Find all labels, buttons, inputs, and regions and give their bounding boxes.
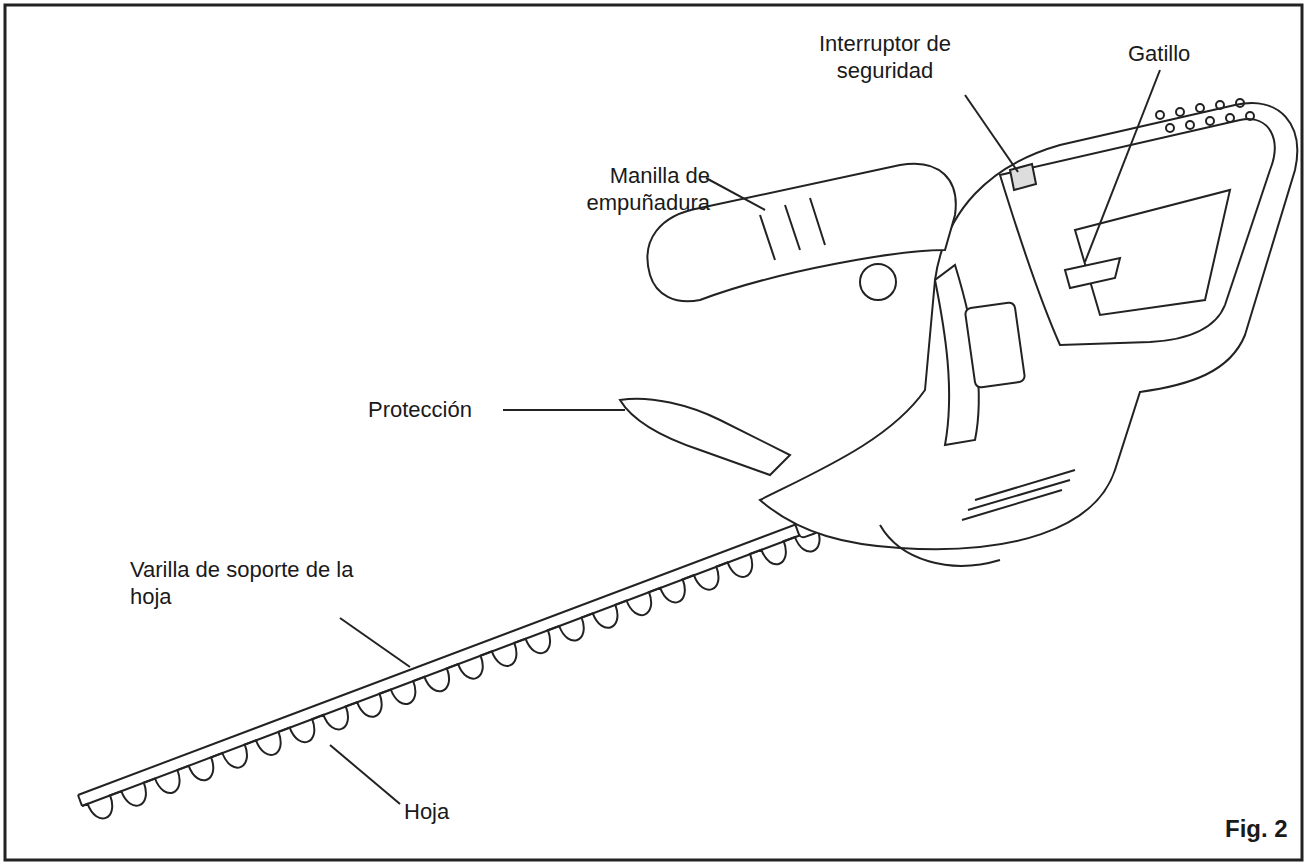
vent-hole [1186,121,1194,129]
leader-line [503,409,625,411]
grip-pivot [860,264,896,300]
vent-hole [1166,124,1174,132]
vent-holes [1156,99,1254,132]
support-rod [82,515,854,806]
body-base [880,525,1000,566]
part-label: Protección [368,396,503,423]
vent-hole [1176,108,1184,116]
hand-guard [620,399,790,475]
motor-housing [760,103,1297,549]
rear-handle [1000,119,1275,345]
vent-slots [962,470,1075,520]
vent-hole [1226,114,1234,122]
part-label: Manilla de empuñadura [560,162,710,216]
part-label: Interruptor de seguridad [800,30,970,84]
leader-lines [330,70,1160,804]
leader-line [330,745,400,804]
part-label: Varilla de soporte de la hoja [130,556,360,610]
leader-line [1085,70,1160,262]
trimmer-body [620,103,1297,566]
rod-tip [78,795,82,806]
trigger [1065,258,1120,288]
leader-line [706,178,765,210]
leader-line [965,95,1018,172]
handle-opening [1075,190,1230,315]
blade-teeth [82,529,820,819]
support-rod [78,504,850,795]
vent-hole [1196,104,1204,112]
leader-line [340,618,410,667]
figure-caption: Fig. 2 [1225,815,1288,843]
vent-hole [1236,99,1244,107]
part-label: Gatillo [1128,40,1218,67]
side-window [965,302,1026,388]
blade-teeth-outline [82,529,820,819]
grip-ribs [760,198,825,260]
vent-hole [1206,117,1214,125]
figure-border [5,5,1302,860]
safety-switch [1010,164,1036,190]
vent-hole [1246,112,1254,120]
part-label: Hoja [404,798,484,825]
blade [78,504,854,818]
vent-hole [1156,111,1164,119]
vent-hole [1216,101,1224,109]
